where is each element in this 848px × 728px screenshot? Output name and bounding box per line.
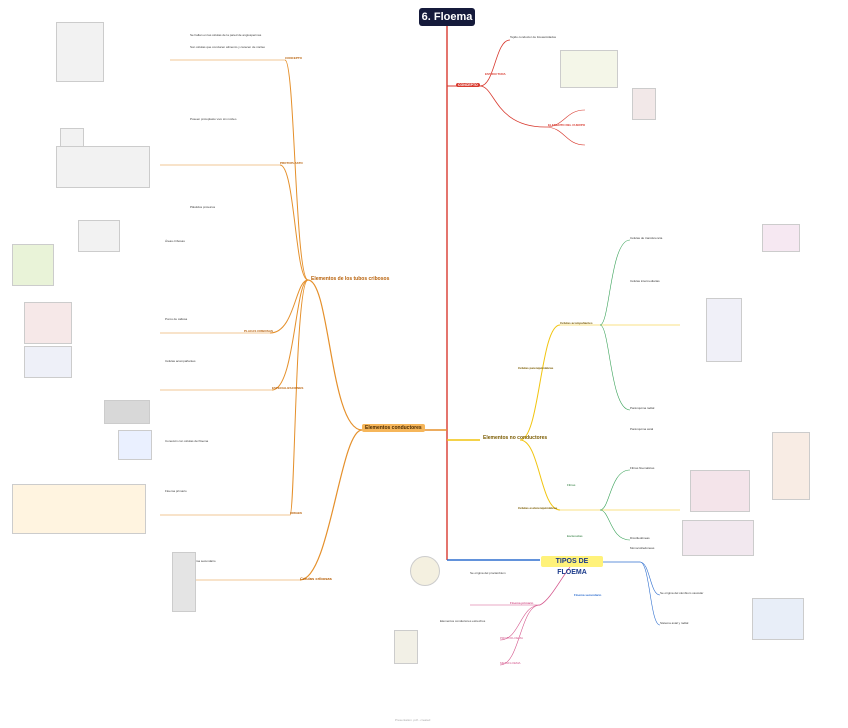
branch-parenquimaticas[interactable]: Células parenquimáticas (518, 366, 554, 370)
illustration-micrograph (104, 400, 150, 424)
footer-text: Presentation .pdf - created (395, 718, 431, 722)
hub-tubos-cribosos[interactable]: Elementos de los tubos cribosos (311, 276, 390, 282)
branch-especializaciones[interactable]: ESPECIALIZACIONES (272, 386, 304, 390)
note-right-3: Parénquima radial (630, 406, 655, 410)
note-left-5: Áreas cribosas (165, 239, 185, 243)
note-tipos-1: Se origina del procámbium (470, 571, 506, 575)
illustration-pores-detail (118, 430, 152, 460)
hub-tipos-floema[interactable]: TIPOS DE FLOEMA (541, 556, 603, 576)
hub-concepto-right[interactable]: CONCEPTO (456, 83, 480, 87)
illustration-sieve-tube (56, 22, 104, 82)
note-left-3: Poseen protoplasto vivo sin núcleo (190, 117, 237, 121)
note-right-7: Monocotiledóneas (630, 546, 655, 550)
branch-fibras[interactable]: Fibras (567, 483, 576, 487)
illustration-radial (772, 432, 810, 500)
note-left-8: Conexión con células del floema (165, 439, 209, 443)
note-left-9: Floema primario (165, 489, 187, 493)
branch-celulas-cribosas[interactable]: Células cribosas (300, 576, 332, 581)
note-right-1: Células de transferencia (630, 236, 663, 240)
branch-esclerenquimaticas[interactable]: Células esclerenquimáticas (518, 506, 558, 510)
illustration-sieve-pores (24, 346, 72, 378)
illustration-parenchyma (706, 298, 742, 362)
illustration-companion (762, 224, 800, 252)
branch-origen[interactable]: ORIGEN (290, 511, 302, 515)
note-tipos-2: Se origina del cámbium vascular (660, 591, 704, 595)
illustration-secundario (752, 598, 804, 640)
map-title: 6. Floema (419, 8, 475, 26)
note-left-6: Poros de callosa (165, 317, 188, 321)
illustration-cell-right (632, 88, 656, 120)
illustration-plastids (56, 146, 150, 188)
branch-elemento-cuerpo[interactable]: ELEMENTO DEL CUERPO (548, 123, 586, 127)
illustration-stem-section (410, 556, 440, 586)
branch-estructura[interactable]: ESTRUCTURA (485, 72, 506, 76)
note-left-7: Células acompañantes (165, 359, 196, 363)
illustration-fibers (690, 470, 750, 512)
note-right-2: Células intermediarias (630, 279, 660, 283)
branch-secundario[interactable]: Floema secundario (574, 593, 602, 597)
note-left-10: Floema secundario (190, 559, 216, 563)
illustration-sclereids (682, 520, 754, 556)
note-left-1: Se hallan en las células de la pared de … (190, 33, 262, 37)
illustration-floema-right (560, 50, 618, 88)
branch-protoplasto[interactable]: PROTOPLASTO (280, 161, 303, 165)
illustration-tissue (78, 220, 120, 252)
branch-celulas-acompanantes[interactable]: Células acompañantes (560, 321, 593, 325)
illustration-sieve-tube-green (12, 244, 54, 286)
illustration-development (12, 484, 146, 534)
branch-concepto[interactable]: CONCEPTO (285, 56, 302, 60)
note-right-4: Parénquima axial (630, 427, 654, 431)
hub-no-conductores[interactable]: Elementos no conductores (483, 435, 548, 441)
branch-esclereidas[interactable]: Esclereidas (567, 534, 583, 538)
illustration-sieve-plates (24, 302, 72, 344)
note-tipos-4: Sistema axial y radial (660, 621, 689, 625)
branch-primario[interactable]: Floema primario (510, 601, 534, 605)
note-left-2: Son células que conducen alimento y care… (190, 45, 266, 49)
note-left-4: Plástidos proteicos (190, 205, 216, 209)
note-right-6: Dicotiledóneas (630, 536, 650, 540)
illustration-cribosas (172, 552, 196, 612)
note-right-5: Fibras floemáticas (630, 466, 655, 470)
branch-protofloema[interactable]: PROTOFLOEMA (500, 636, 523, 640)
branch-metafloema[interactable]: METAFLOEMA (500, 661, 521, 665)
note-concepto-text: Tejido conductor de fotoasimilados (510, 35, 557, 39)
branch-placas[interactable]: PLACAS CRIBOSAS (244, 329, 274, 333)
hub-elementos-conductores[interactable]: Elementos conductores (362, 424, 425, 432)
note-tipos-3: Elementos conductores estrechos (440, 619, 486, 623)
illustration-protofloema (394, 630, 418, 664)
